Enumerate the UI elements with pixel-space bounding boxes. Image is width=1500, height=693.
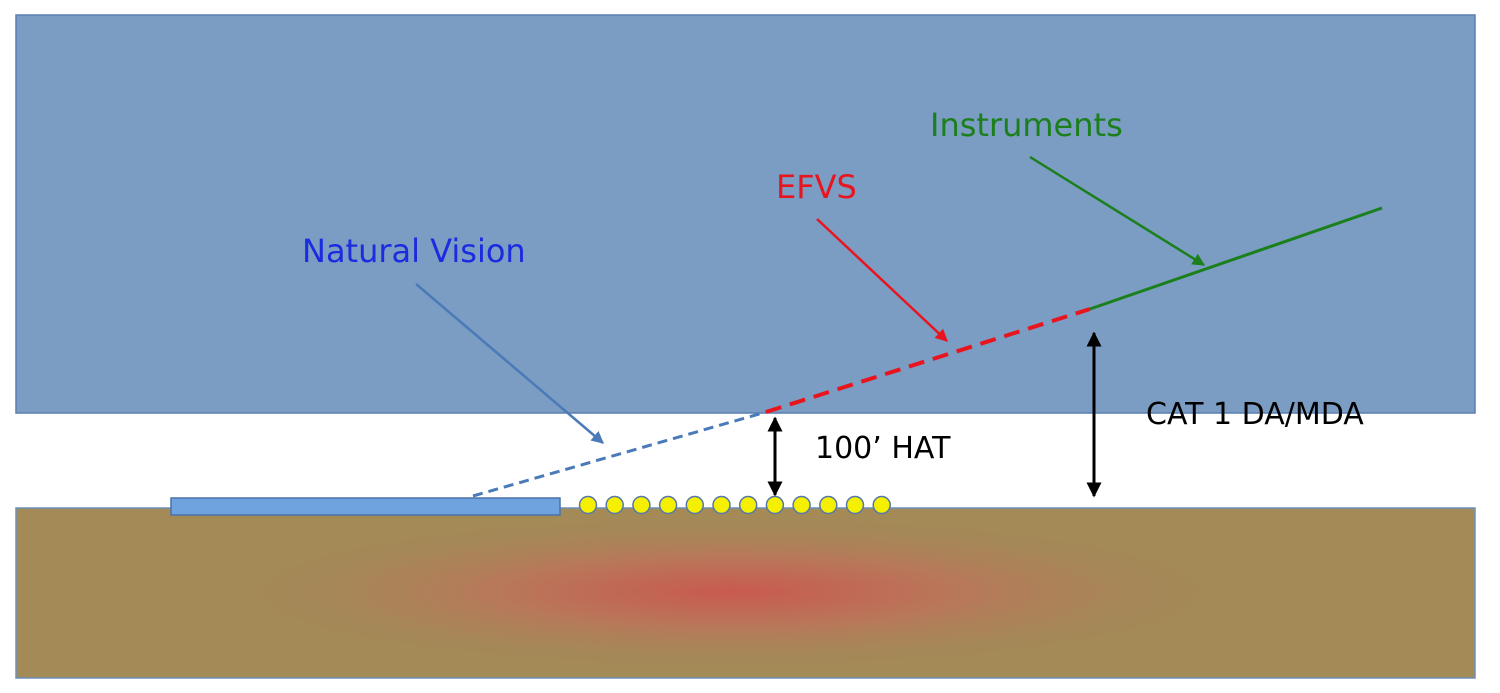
instruments-pointer: [1029, 155, 1206, 267]
runway: [170, 497, 561, 516]
cat1-label: CAT 1 DA/MDA: [1146, 397, 1364, 432]
approach-light: [632, 495, 651, 515]
hat-label: 100’ HAT: [815, 431, 951, 466]
approach-light: [845, 495, 865, 515]
approach-light: [738, 495, 758, 515]
instruments-label: Instruments: [930, 106, 1123, 144]
approach-light: [605, 495, 624, 515]
approach-light: [765, 495, 785, 515]
instruments-path: [1089, 206, 1383, 311]
efvs-pointer: [816, 218, 948, 342]
approach-light: [658, 495, 678, 515]
efvs-path: [765, 307, 1091, 414]
approach-light: [685, 495, 705, 515]
approach-lights: [578, 495, 891, 515]
natural-vision-pointer: [415, 283, 604, 444]
approach-light: [712, 495, 731, 515]
natural-vision-label: Natural Vision: [302, 232, 526, 270]
approach-light: [578, 495, 598, 515]
approach-light: [792, 495, 811, 515]
approach-light: [872, 495, 891, 515]
efvs-label: EFVS: [776, 168, 857, 206]
approach-light: [819, 495, 838, 515]
ground-glow: [210, 512, 1250, 672]
sky-region: [15, 14, 1476, 414]
natural-vision-path: [472, 410, 767, 498]
